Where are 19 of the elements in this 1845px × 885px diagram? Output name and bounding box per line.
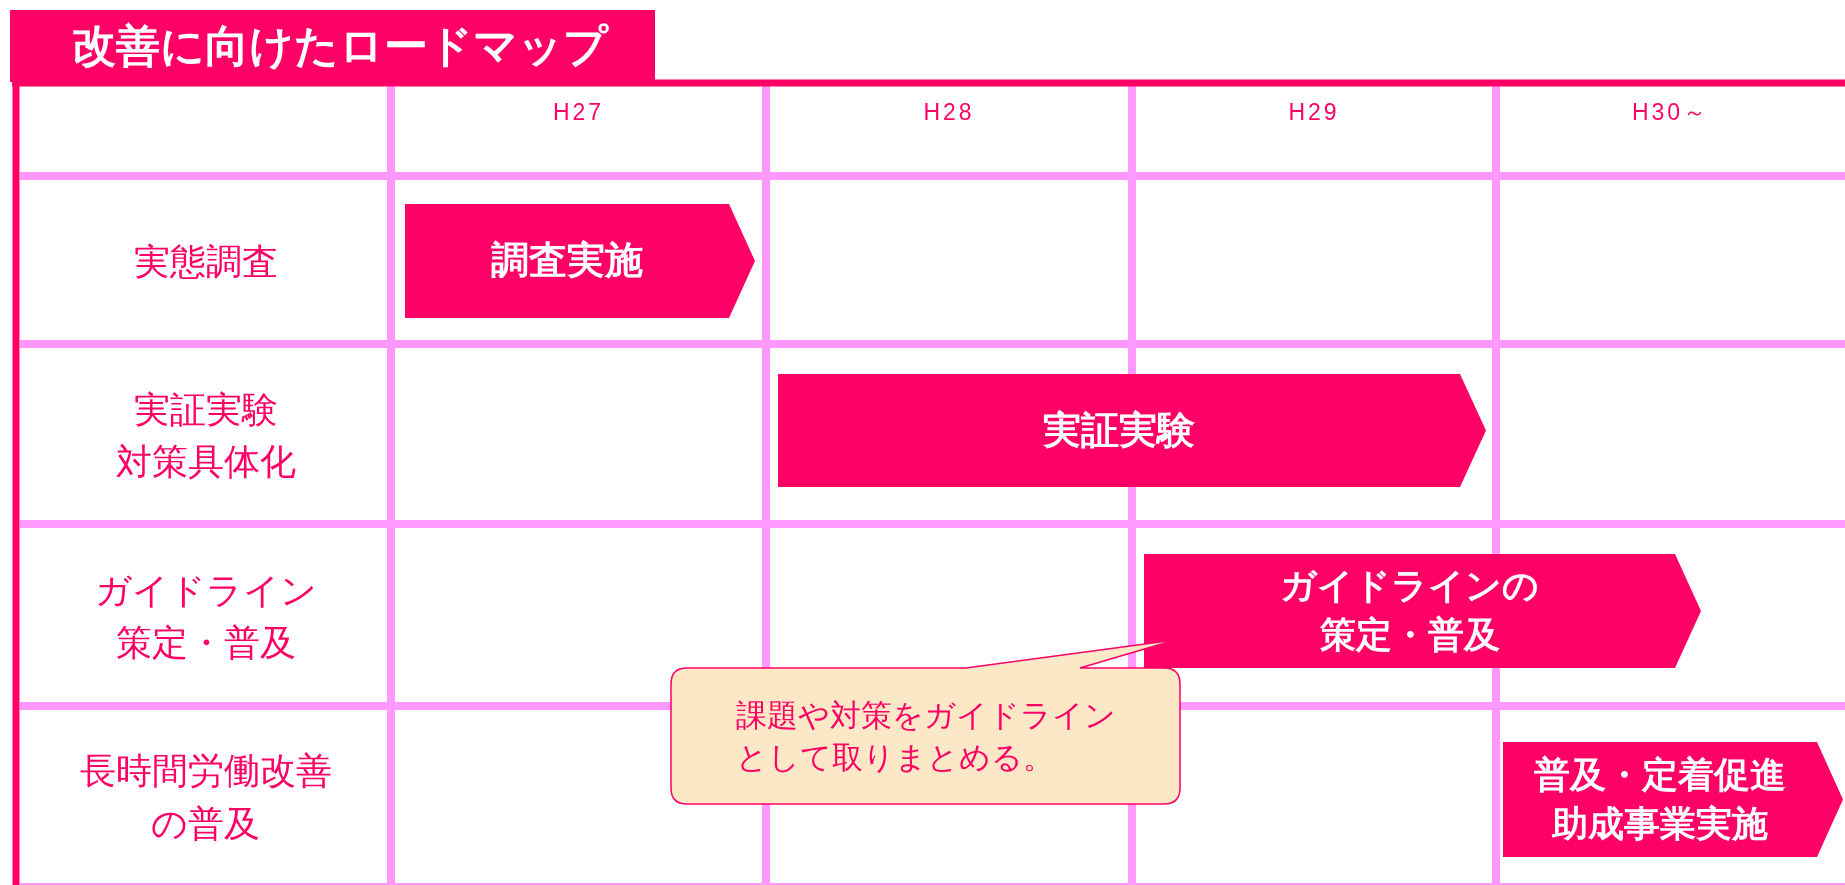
- timeline-bar: [1144, 554, 1701, 668]
- bar-label: 調査実施: [490, 237, 644, 285]
- row-header: 実証実験対策具体化: [114, 387, 297, 484]
- row-header: ガイドライン策定・普及: [93, 568, 318, 665]
- callout-bubble: [670, 639, 1182, 805]
- row-header: 実態調査: [132, 239, 279, 284]
- timeline-bar: [778, 374, 1486, 487]
- timeline-bar: [1503, 742, 1843, 857]
- column-header: H29: [1287, 97, 1341, 127]
- callout-text: 課題や対策をガイドラインとして取りまとめる。: [735, 695, 1117, 777]
- column-header: H28: [922, 97, 976, 127]
- bar-label: ガイドラインの策定・普及: [1279, 564, 1540, 657]
- row-header: 長時間労働改善の普及: [78, 749, 333, 846]
- column-header: H27: [551, 97, 606, 127]
- timeline-bar: [405, 204, 755, 318]
- column-header: H30～: [1630, 97, 1711, 127]
- bar-label: 実証実験: [1042, 406, 1196, 454]
- title-banner: 改善に向けたロードマップ: [10, 10, 655, 82]
- bar-label: 普及・定着促進助成事業実施: [1533, 752, 1787, 846]
